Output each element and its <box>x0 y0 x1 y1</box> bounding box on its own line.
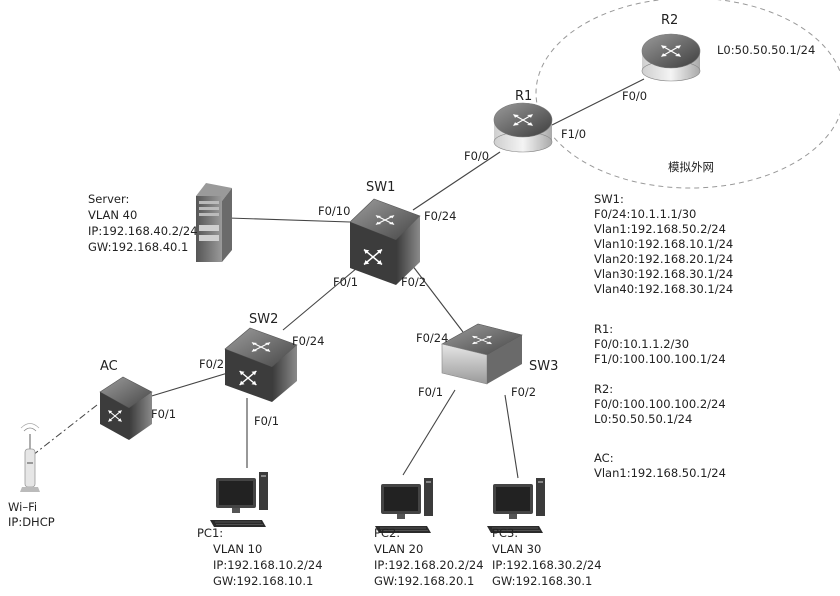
pc1-info: PC1: VLAN 10 IP:192.168.10.2/24 GW:192.1… <box>197 526 323 588</box>
config-line: Vlan40:192.168.30.1/24 <box>594 282 733 296</box>
config-line: Vlan10:192.168.10.1/24 <box>594 237 733 251</box>
port-labels: F0/0 F1/0 F0/0 F0/24 F0/10 F0/1 F0/2 F0/… <box>151 89 647 428</box>
config-line: F0/0:100.100.100.2/24 <box>594 397 726 411</box>
config-ac: AC: Vlan1:192.168.50.1/24 <box>594 451 726 480</box>
link-sw1-sw3 <box>411 264 464 333</box>
port-label: F0/2 <box>401 275 426 289</box>
link-sw3-pc2 <box>402 389 456 476</box>
switch-sw2[interactable] <box>224 327 298 402</box>
wifi-ap-icon[interactable] <box>20 423 40 493</box>
server-info-line: IP:192.168.40.2/24 <box>88 224 198 238</box>
config-line: AC: <box>594 451 614 465</box>
router-r2[interactable] <box>641 33 701 82</box>
server-info: Server: VLAN 40 IP:192.168.40.2/24 GW:19… <box>88 192 198 254</box>
pc2-info: PC2: VLAN 20 IP:192.168.20.2/24 GW:192.1… <box>374 526 484 588</box>
config-line: F0/24:10.1.1.1/30 <box>594 207 696 221</box>
config-line: Vlan20:192.168.20.1/24 <box>594 252 733 266</box>
pc2-info-line: GW:192.168.20.1 <box>374 574 474 588</box>
router-r2-loopback: L0:50.50.50.1/24 <box>717 43 815 57</box>
switch-sw3-name: SW3 <box>529 359 558 374</box>
pc3-icon[interactable] <box>486 477 546 534</box>
external-network-label: 模拟外网 <box>668 160 714 174</box>
config-r1: R1: F0/0:10.1.1.2/30 F1/0:100.100.100.1/… <box>594 322 726 366</box>
link-ac-wifi <box>32 404 98 456</box>
port-label: F0/10 <box>318 204 350 218</box>
config-line: Vlan1:192.168.50.1/24 <box>594 466 726 480</box>
pc3-info-line: GW:192.168.30.1 <box>492 574 592 588</box>
links <box>32 78 645 479</box>
config-line: Vlan30:192.168.30.1/24 <box>594 267 733 281</box>
server-info-line: Server: <box>88 192 129 206</box>
router-r2-name: R2 <box>661 13 678 28</box>
switch-sw1-name: SW1 <box>366 180 395 195</box>
port-label: F0/1 <box>254 414 279 428</box>
config-line: R1: <box>594 322 613 336</box>
config-line: SW1: <box>594 192 624 206</box>
link-sw1-r1 <box>412 151 501 211</box>
access-controller-ac[interactable] <box>99 376 153 440</box>
config-line: F1/0:100.100.100.1/24 <box>594 352 726 366</box>
port-label: F0/1 <box>151 407 176 421</box>
wifi-info-line: IP:DHCP <box>8 515 55 529</box>
switch-sw2-name: SW2 <box>249 312 278 327</box>
pc2-icon[interactable] <box>374 477 434 534</box>
port-label: F0/24 <box>424 209 456 223</box>
server-info-line: GW:192.168.40.1 <box>88 240 188 254</box>
pc1-icon[interactable] <box>209 471 269 528</box>
router-r1-name: R1 <box>515 89 532 104</box>
port-label: F1/0 <box>561 127 586 141</box>
pc2-info-line: IP:192.168.20.2/24 <box>374 558 484 572</box>
access-controller-name: AC <box>100 359 118 374</box>
pc1-info-line: PC1: <box>197 526 223 540</box>
pc3-info-line: IP:192.168.30.2/24 <box>492 558 602 572</box>
link-sw1-sw2 <box>282 267 358 331</box>
switch-sw3[interactable] <box>441 323 523 385</box>
pc1-info-line: VLAN 10 <box>213 542 262 556</box>
config-line: R2: <box>594 382 613 396</box>
config-line: F0/0:10.1.1.2/30 <box>594 337 689 351</box>
port-label: F0/24 <box>416 331 448 345</box>
link-sw3-pc3 <box>504 394 519 479</box>
port-label: F0/1 <box>333 275 358 289</box>
config-r2: R2: F0/0:100.100.100.2/24 L0:50.50.50.1/… <box>594 382 726 426</box>
pc3-info-line: VLAN 30 <box>492 542 541 556</box>
port-label: F0/0 <box>622 89 647 103</box>
router-r1[interactable] <box>493 102 553 153</box>
link-server-sw1 <box>227 217 351 223</box>
port-label: F0/2 <box>511 385 536 399</box>
config-line: L0:50.50.50.1/24 <box>594 412 692 426</box>
port-label: F0/2 <box>199 357 224 371</box>
port-label: F0/24 <box>292 334 324 348</box>
pc2-info-line: VLAN 20 <box>374 542 423 556</box>
external-network-boundary <box>535 0 840 189</box>
wifi-info: Wi–Fi IP:DHCP <box>8 500 55 529</box>
server-icon[interactable] <box>196 183 232 262</box>
pc1-info-line: IP:192.168.10.2/24 <box>213 558 323 572</box>
port-label: F0/0 <box>464 149 489 163</box>
switch-sw1[interactable] <box>349 198 421 285</box>
pc1-info-line: GW:192.168.10.1 <box>213 574 313 588</box>
pc2-info-line: PC2: <box>374 526 400 540</box>
pc3-info-line: PC3: <box>492 526 518 540</box>
link-r1-r2 <box>551 78 645 126</box>
pc3-info: PC3: VLAN 30 IP:192.168.30.2/24 GW:192.1… <box>492 526 602 588</box>
wifi-info-line: Wi–Fi <box>8 500 37 514</box>
config-line: Vlan1:192.168.50.2/24 <box>594 222 726 236</box>
link-sw2-ac <box>144 371 232 399</box>
config-sw1: SW1: F0/24:10.1.1.1/30 Vlan1:192.168.50.… <box>594 192 733 296</box>
server-info-line: VLAN 40 <box>88 208 137 222</box>
port-label: F0/1 <box>418 385 443 399</box>
